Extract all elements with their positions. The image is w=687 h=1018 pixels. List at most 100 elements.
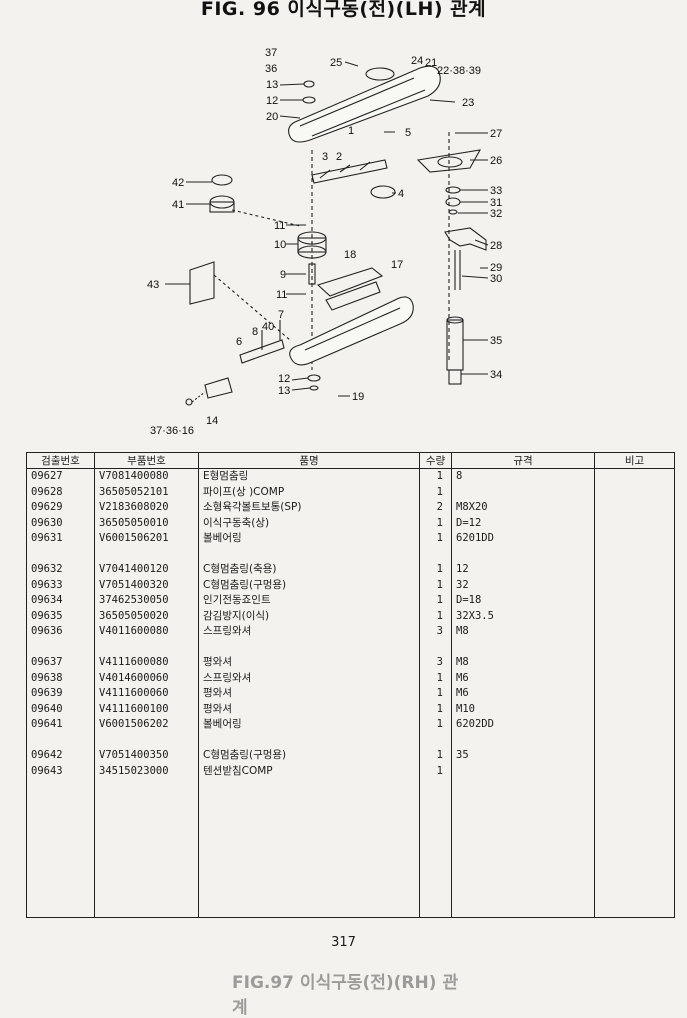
cell-spec: D=12 [451,515,595,531]
cell-name: 평와셔 [198,655,420,671]
cell-remark [594,748,675,764]
next-figure-title-cut: FIG.97 이식구동(전)(RH) 관계 [232,973,459,1018]
cell-code: 09636 [26,624,95,640]
table-header-row: 검출번호 부품번호 품명 수량 규격 비고 [26,452,675,469]
callout-label: 17 [391,259,403,271]
cell-part: V4111600100 [94,701,199,717]
cell-spec: D=18 [451,593,595,609]
cell-code: 09627 [26,468,95,485]
column-header: 품명 [198,452,420,469]
cell-name: 소형육각볼트보통(SP) [198,500,420,516]
empty-filler-row [26,779,675,918]
cell-remark [594,717,675,733]
callout-label: 23 [462,97,474,109]
cell-code: 09639 [26,686,95,702]
cell-qty: 1 [419,748,452,764]
column-header: 비고 [594,452,675,469]
cell-code: 09635 [26,608,95,624]
callout-label: 29 [490,262,502,274]
callout-label: 10 [274,239,286,251]
cell-name: 감김방지(이식) [198,608,420,624]
cell-remark [594,515,675,531]
cell-qty: 2 [419,500,452,516]
cell-part: 36505050010 [94,515,199,531]
cell-spec: 6201DD [451,531,595,547]
cell-qty: 1 [419,515,452,531]
cell-name: 텐션받침COMP [198,763,420,779]
cell-code: 09641 [26,717,95,733]
cell-spec: 6202DD [451,717,595,733]
cell-qty: 1 [419,686,452,702]
cell-code: 09642 [26,748,95,764]
column-header: 수량 [419,452,452,469]
cell-spec: M8 [451,624,595,640]
cell-remark [594,670,675,686]
cell-name: 볼베어링 [198,717,420,733]
cell-name: C형멈춤링(구멍용) [198,748,420,764]
callout-label: 2 [336,151,342,163]
cell-qty: 1 [419,701,452,717]
cell-code: 09632 [26,562,95,578]
cell-spec: 35 [451,748,595,764]
callout-label: 22·38·39 [437,65,481,77]
page-number: 317 [331,935,356,950]
callout-label: 11 [276,289,287,301]
cell-part: V7051400350 [94,748,199,764]
cell-part: 36505050020 [94,608,199,624]
cell-qty: 1 [419,484,452,500]
cell-remark [594,701,675,717]
callout-label: 43 [147,279,159,291]
cell-spec: 32 [451,577,595,593]
cell-code: 09637 [26,655,95,671]
cell-qty: 1 [419,562,452,578]
cell-remark [594,484,675,500]
cell-spec [451,763,595,779]
callout-label: 4 [398,188,404,200]
cell-code: 09634 [26,593,95,609]
callout-label: 12 [266,95,278,107]
cell-part: V4111600080 [94,655,199,671]
column-header: 검출번호 [26,452,95,469]
cell-spec: 8 [451,468,595,485]
callout-label: 6 [236,336,242,348]
cell-remark [594,763,675,779]
callout-label: 25 [330,57,342,69]
callout-label: 11 [274,220,285,232]
cell-part: V2183608020 [94,500,199,516]
callout-label: 13 [266,79,278,91]
cell-remark [594,624,675,640]
callout-label: 42 [172,177,184,189]
column-header: 부품번호 [94,452,199,469]
cell-qty: 1 [419,577,452,593]
callout-label: 13 [278,385,290,397]
cell-remark [594,500,675,516]
spacer-row [26,546,675,562]
cell-code: 09640 [26,701,95,717]
callout-label: 32 [490,208,502,220]
cell-name: 평와셔 [198,686,420,702]
cell-remark [594,531,675,547]
cell-remark [594,686,675,702]
cell-name: 볼베어링 [198,531,420,547]
callout-label: 1 [348,125,354,137]
cell-remark [594,577,675,593]
spacer-row [26,732,675,748]
callout-label: 30 [490,273,502,285]
cell-part: V4014600060 [94,670,199,686]
callout-label: 33 [490,185,502,197]
cell-qty: 1 [419,531,452,547]
cell-name: E형멈춤링 [198,468,420,485]
callout-label: 21 [425,57,437,69]
cell-part: 37462530050 [94,593,199,609]
